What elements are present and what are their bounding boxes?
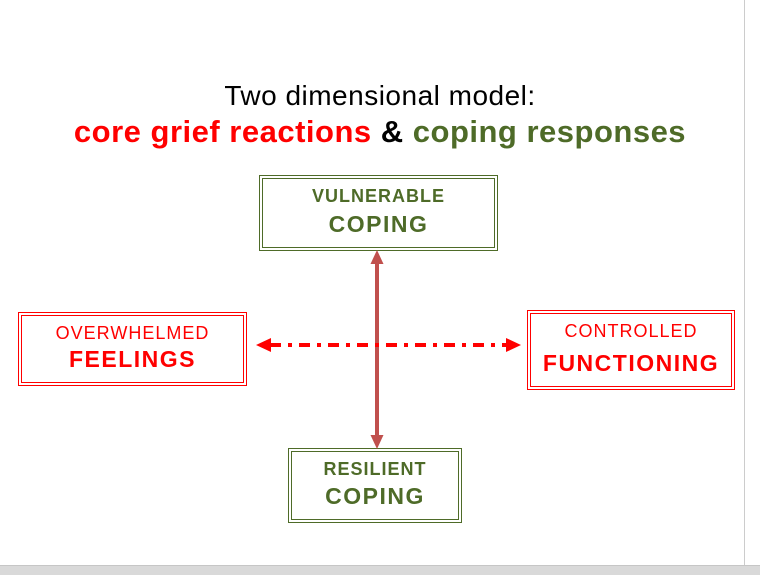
title-ampersand: & xyxy=(371,114,413,150)
title-line2: core grief reactions & coping responses xyxy=(0,114,760,150)
slide-title: Two dimensional model: core grief reacti… xyxy=(0,80,760,150)
title-line1: Two dimensional model: xyxy=(224,80,536,111)
window-bottom-bar xyxy=(0,565,760,575)
box-resilient-coping-inner: RESILIENT COPING xyxy=(291,451,459,520)
horizontal-grief-arrow xyxy=(256,338,521,352)
arrow-right-head-icon xyxy=(506,338,521,352)
box-resilient-coping: RESILIENT COPING xyxy=(288,448,462,523)
window-edge-line xyxy=(744,0,745,575)
box-bottom-label-2: COPING xyxy=(325,483,425,509)
box-right-label-2: FUNCTIONING xyxy=(542,350,720,376)
box-overwhelmed-feelings: OVERWHELMED FEELINGS xyxy=(18,312,247,386)
box-left-label-1: OVERWHELMED xyxy=(55,323,210,343)
box-controlled-functioning: CONTROLLED FUNCTIONING xyxy=(527,310,735,390)
box-right-label-1: CONTROLLED xyxy=(564,321,698,341)
box-vulnerable-coping: VULNERABLE COPING xyxy=(259,175,498,251)
title-core-grief-reactions: core grief reactions xyxy=(73,114,372,150)
vertical-coping-arrow xyxy=(370,250,384,449)
box-bottom-label-1: RESILIENT xyxy=(323,459,427,479)
arrow-down-head-icon xyxy=(370,435,384,449)
box-top-label-1: VULNERABLE xyxy=(311,186,445,206)
box-overwhelmed-feelings-inner: OVERWHELMED FEELINGS xyxy=(21,315,244,383)
box-vulnerable-coping-inner: VULNERABLE COPING xyxy=(262,178,495,248)
box-top-label-2: COPING xyxy=(328,211,429,237)
arrow-left-head-icon xyxy=(256,338,271,352)
box-left-label-2: FEELINGS xyxy=(68,346,196,372)
title-coping-responses: coping responses xyxy=(412,114,687,150)
box-controlled-functioning-inner: CONTROLLED FUNCTIONING xyxy=(530,313,732,387)
arrow-up-head-icon xyxy=(370,250,384,264)
